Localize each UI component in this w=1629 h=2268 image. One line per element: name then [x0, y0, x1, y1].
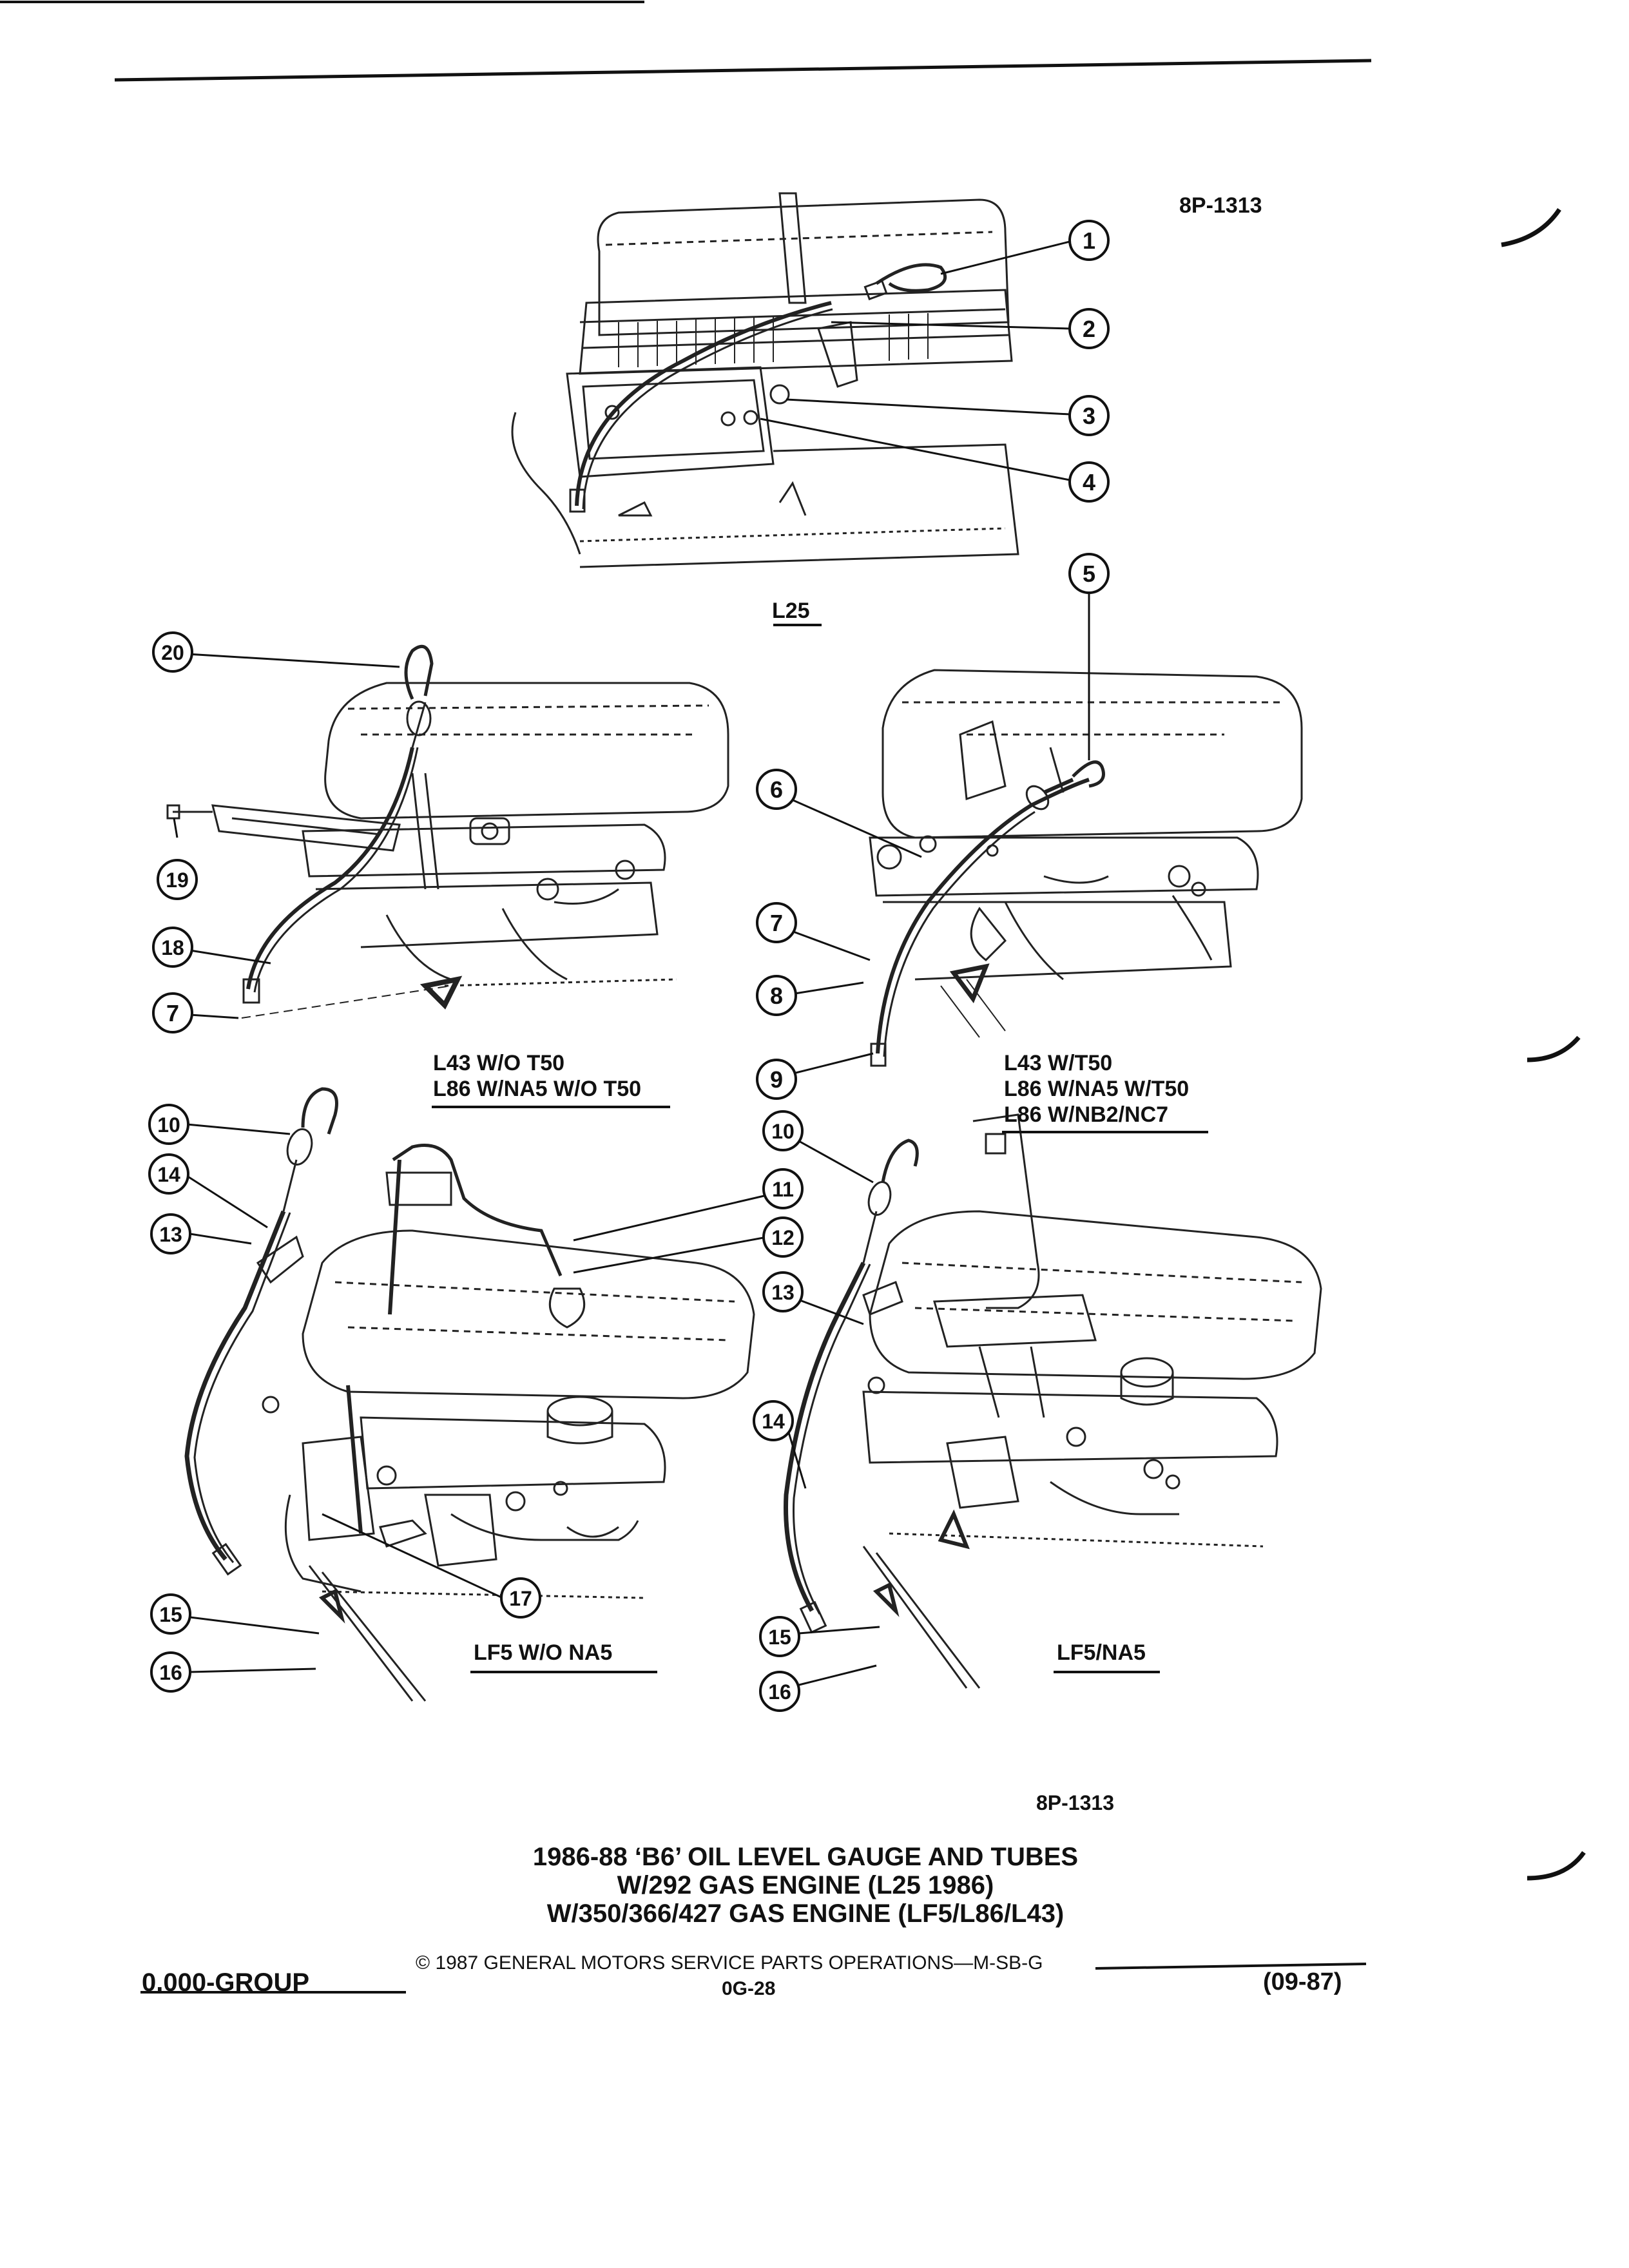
svg-text:20: 20: [161, 641, 184, 664]
callout-13-right: 13: [762, 1271, 804, 1312]
lf5-na5-engine-illustration: [784, 1113, 1322, 1689]
footer-date: (09-87): [1263, 1968, 1342, 1995]
callout-7-left: 7: [152, 992, 193, 1033]
footer-page-number: 0G-28: [722, 1978, 776, 1999]
callout-4: 4: [1068, 461, 1110, 503]
svg-text:17: 17: [509, 1587, 532, 1610]
view-label-bottom-right: LF5/NA5: [1057, 1640, 1146, 1665]
svg-text:8: 8: [770, 983, 783, 1009]
svg-text:9: 9: [770, 1066, 783, 1093]
callout-9: 9: [756, 1059, 797, 1100]
callout-14-right: 14: [753, 1400, 794, 1441]
callout-15-right: 15: [759, 1616, 800, 1657]
callout-3: 3: [1068, 395, 1110, 436]
svg-text:3: 3: [1083, 403, 1095, 429]
svg-text:4: 4: [1083, 469, 1095, 495]
svg-text:13: 13: [771, 1281, 795, 1304]
svg-text:11: 11: [772, 1178, 794, 1201]
lf5-without-na5-engine-illustration: [184, 1087, 755, 1702]
footer-copyright: © 1987 GENERAL MOTORS SERVICE PARTS OPER…: [416, 1952, 1043, 1974]
callout-16: 16: [150, 1651, 191, 1693]
view-label-middle-right-line2: L86 W/NA5 W/T50: [1004, 1077, 1190, 1101]
callout-12: 12: [762, 1216, 804, 1258]
callout-5: 5: [1068, 553, 1110, 594]
svg-text:12: 12: [771, 1226, 795, 1249]
svg-text:13: 13: [159, 1223, 182, 1246]
view-label-middle-right-line1: L43 W/T50: [1004, 1051, 1113, 1075]
callout-8: 8: [756, 975, 797, 1016]
svg-text:16: 16: [768, 1680, 791, 1704]
callout-19: 19: [157, 859, 198, 900]
callout-1: 1: [1068, 220, 1110, 261]
svg-text:14: 14: [157, 1163, 180, 1186]
view-label-middle-left-line1: L43 W/O T50: [433, 1051, 565, 1075]
callout-16-right: 16: [759, 1671, 800, 1712]
svg-text:7: 7: [166, 1000, 179, 1026]
svg-text:14: 14: [762, 1410, 785, 1433]
callout-13: 13: [150, 1213, 191, 1254]
l43-l86-t50-engine-illustration: [869, 669, 1303, 1067]
svg-text:10: 10: [157, 1113, 180, 1137]
callout-15: 15: [150, 1593, 191, 1635]
view-label-bottom-left: LF5 W/O NA5: [474, 1640, 613, 1665]
page-title-line2: W/292 GAS ENGINE (L25 1986): [617, 1871, 994, 1899]
svg-text:7: 7: [770, 910, 783, 936]
l25-engine-illustration: [511, 192, 1019, 568]
callout-20: 20: [152, 631, 193, 673]
view-label-l25: L25: [772, 599, 810, 623]
view-label-middle-left-line2: L86 W/NA5 W/O T50: [433, 1077, 642, 1101]
callout-11: 11: [762, 1168, 804, 1209]
callout-10-right: 10: [762, 1110, 804, 1151]
svg-text:5: 5: [1083, 561, 1095, 587]
svg-text:16: 16: [159, 1661, 182, 1684]
binding-mark: [1501, 208, 1561, 247]
svg-text:15: 15: [159, 1603, 182, 1626]
figure-id-bottom: 8P-1313: [1036, 1791, 1114, 1814]
page-title-line3: W/350/366/427 GAS ENGINE (LF5/L86/L43): [546, 1899, 1065, 1928]
callout-2: 2: [1068, 308, 1110, 349]
callout-6: 6: [756, 769, 797, 810]
svg-text:2: 2: [1083, 316, 1095, 342]
view-label-middle-right-line3: L86 W/NB2/NC7: [1004, 1102, 1169, 1127]
callout-10: 10: [148, 1104, 189, 1145]
svg-text:18: 18: [161, 936, 184, 959]
svg-text:15: 15: [768, 1626, 791, 1649]
label-underlines: [140, 624, 1367, 1994]
callout-14: 14: [148, 1153, 189, 1195]
callout-bubbles: 1 2 3 4 5 6 7 8 9 20 19 18 7 10 14 13 11…: [148, 220, 1110, 1712]
svg-text:6: 6: [770, 776, 783, 803]
binding-mark: [1527, 1035, 1581, 1062]
callout-18: 18: [152, 927, 193, 968]
page-title-line1: 1986-88 ‘B6’ OIL LEVEL GAUGE AND TUBES: [532, 1843, 1079, 1871]
l43-l86-no-t50-engine-illustration: [166, 644, 729, 1019]
binding-mark: [1527, 1850, 1586, 1881]
svg-text:1: 1: [1083, 227, 1095, 254]
callout-17: 17: [500, 1577, 541, 1619]
svg-text:19: 19: [166, 869, 189, 892]
footer-group: 0.000-GROUP: [142, 1968, 310, 1997]
svg-text:10: 10: [771, 1120, 795, 1143]
leader-lines: [173, 240, 1090, 1686]
callout-7: 7: [756, 902, 797, 943]
figure-id-top: 8P-1313: [1179, 193, 1262, 218]
header-rule: [114, 59, 1372, 82]
